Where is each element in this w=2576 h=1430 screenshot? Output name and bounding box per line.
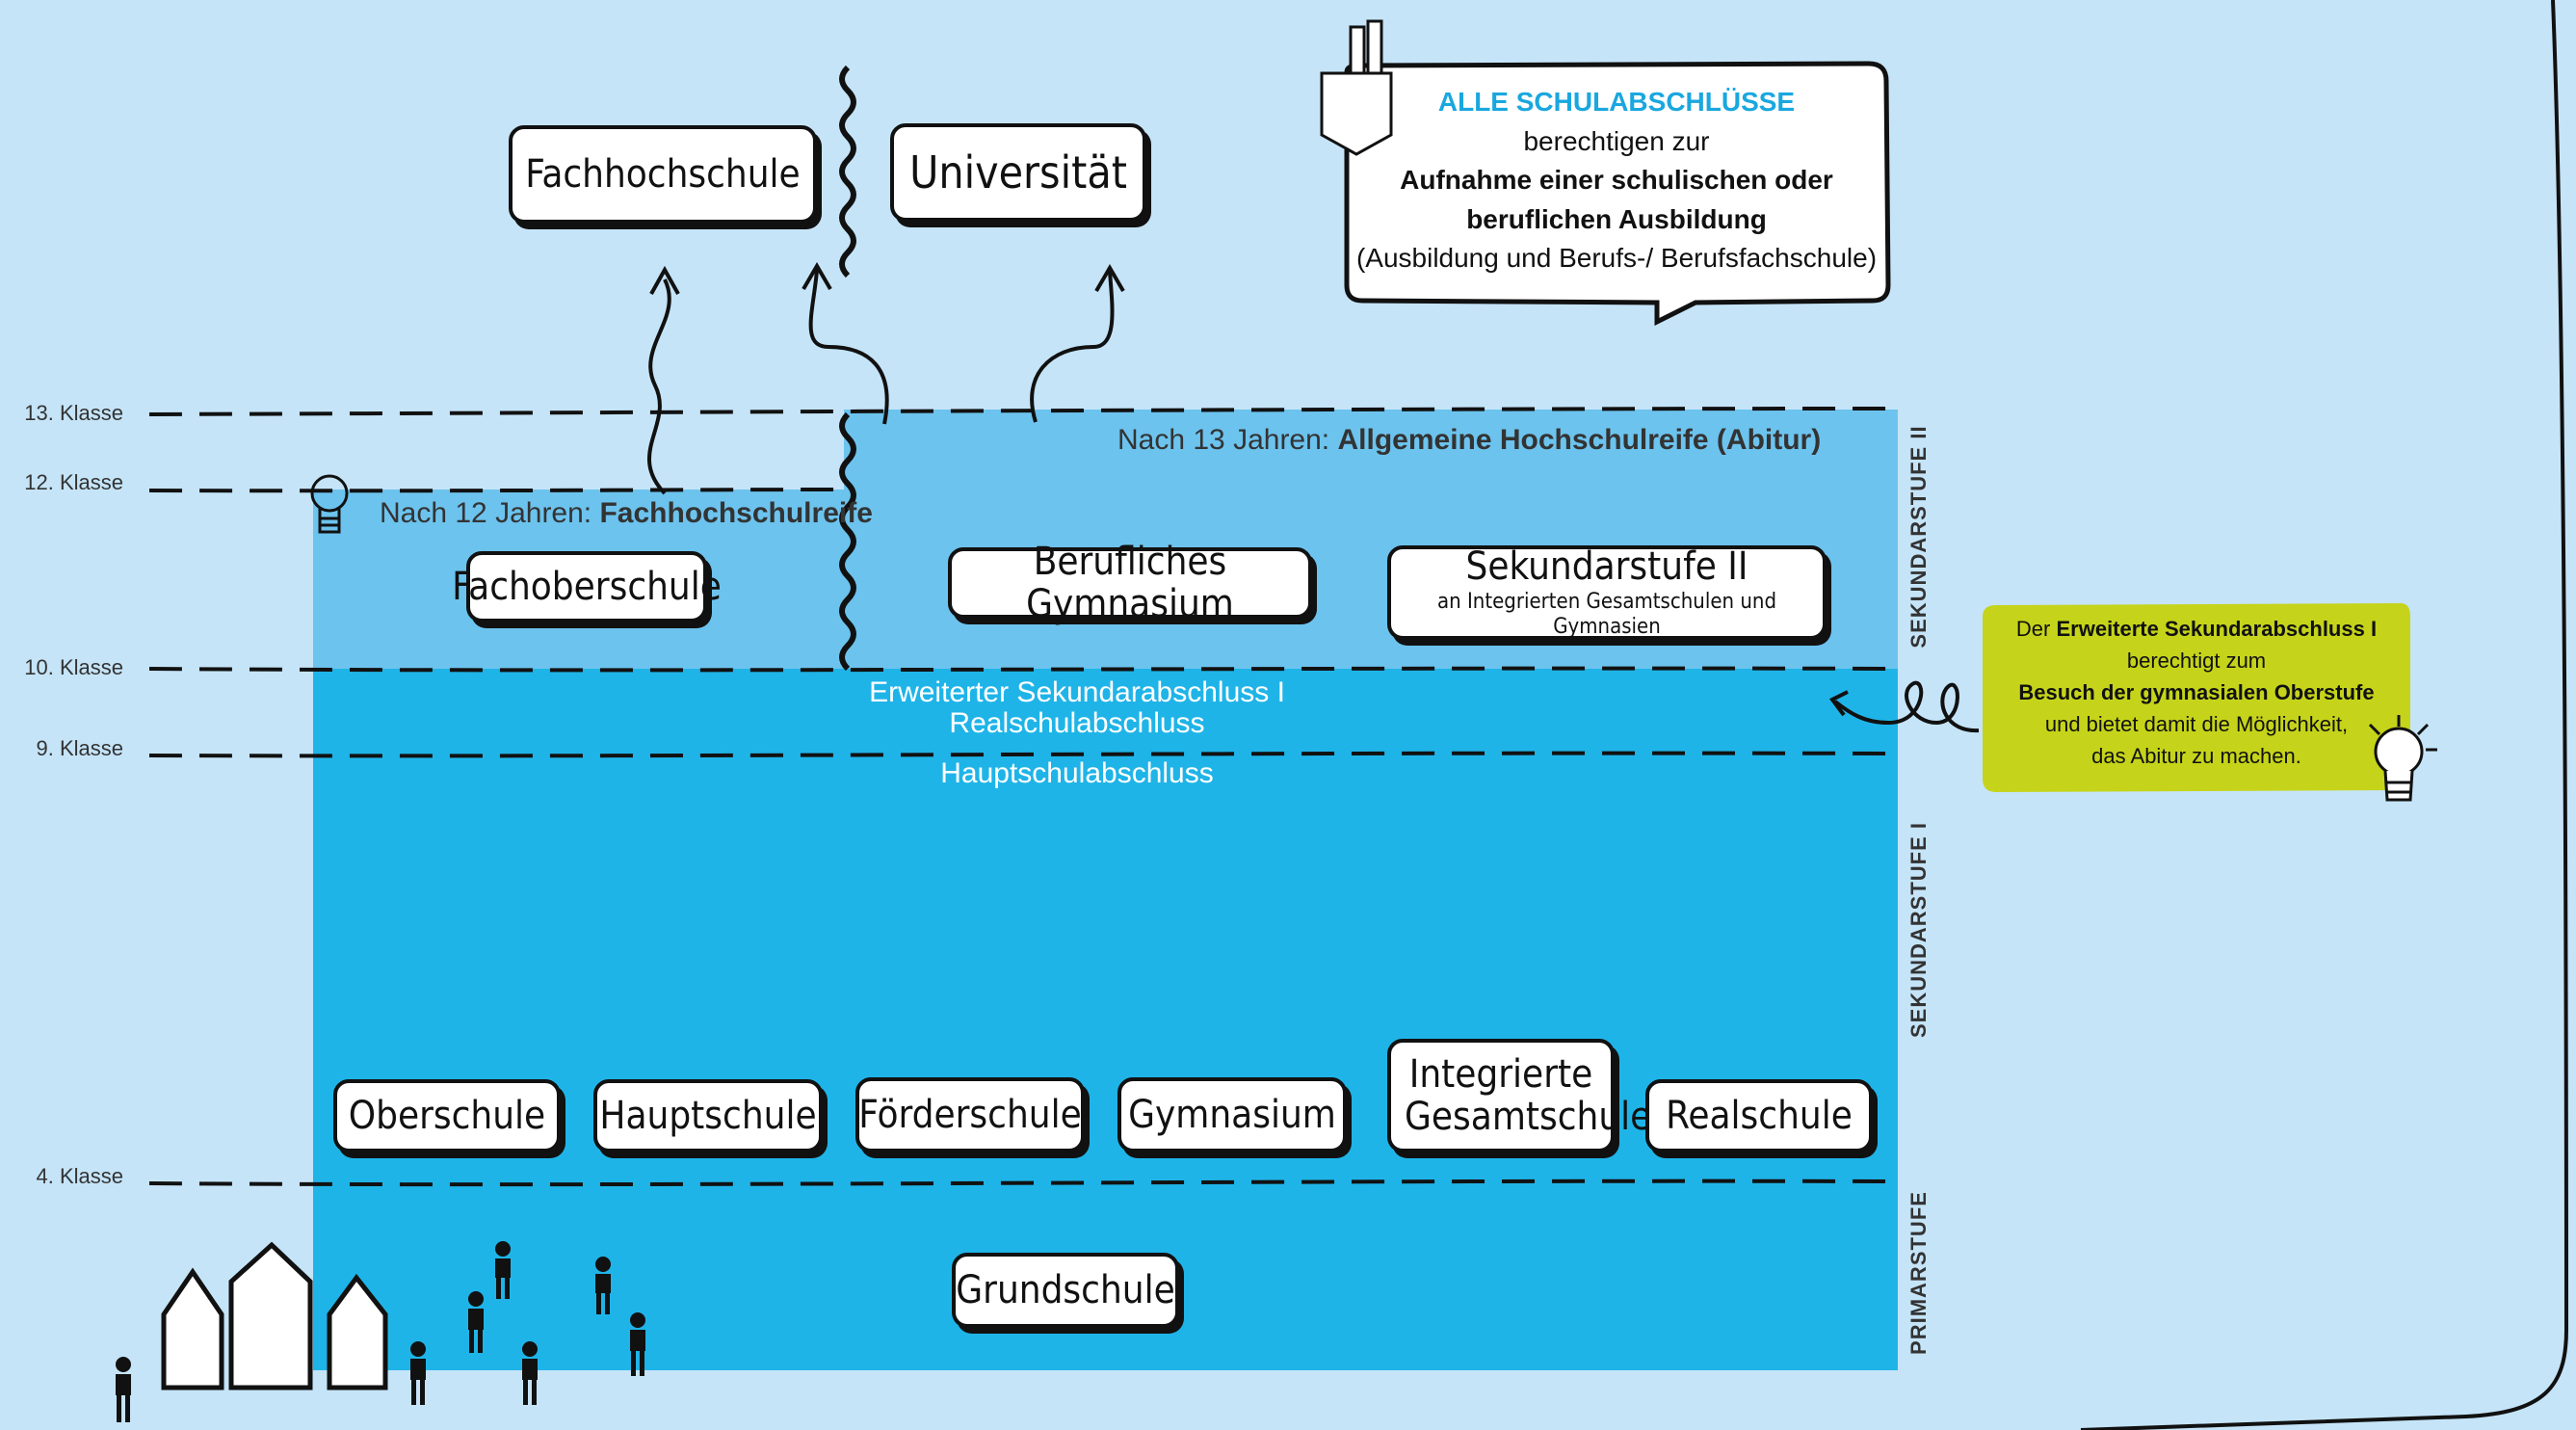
info-line-4: und bietet damit die Möglichkeit, [2044,712,2349,736]
pocket-icon [1320,19,1393,156]
speech-title: ALLE SCHULABSCHLÜSSE [1437,87,1796,117]
grundschule-box: Grundschule [952,1253,1179,1328]
lightbulb-icon-small [310,474,349,534]
sekundarstufe-ii-box: Sekundarstufe II an Integrierten Gesamts… [1387,545,1827,640]
abitur-bold: Allgemeine Hochschulreife (Abitur) [1337,424,1822,456]
grade-line-13 [148,407,1899,416]
oberschule-box: Oberschule [333,1079,561,1152]
foerderschule-label: Förderschule [858,1093,1082,1137]
speech-line-4: (Ausbildung und Berufs-/ Berufsfachschul… [1355,243,1878,274]
sekundarstufe-ii-sub: an Integrierten Gesamtschulen und Gymnas… [1436,589,1777,639]
universitaet-label: Universität [909,146,1127,199]
lightbulb-icon-note [2368,715,2437,802]
fachhochschule-box: Fachhochschule [509,125,817,224]
grade-line-9 [148,751,1899,758]
speech-line-2: Aufnahme einer schulischen oder [1400,165,1833,196]
grade-label-12: 12. Klasse [24,470,123,494]
speech-line-1: berechtigen zur [1523,125,1710,156]
berufliches-gymnasium-label: Berufliches Gymnasium [1026,540,1234,626]
foerderschule-box: Förderschule [855,1077,1085,1152]
hauptschulabschluss-label: Hauptschulabschluss [940,757,1214,789]
sekundarstufe-ii-label: Sekundarstufe II [1465,543,1748,589]
zone-label-sek1: SEKUNDARSTUFE I [1906,822,1931,1039]
realschule-label: Realschule [1666,1094,1853,1138]
hauptschule-label: Hauptschule [599,1094,817,1138]
info-prefix: Der [2015,617,2057,641]
grade-label-10: 10. Klasse [24,655,123,679]
fachhochschule-label: Fachhochschule [525,152,801,197]
grade-line-10 [148,666,1899,673]
fhr-prefix: Nach 12 Jahren: [380,497,600,529]
fhr-bold: Fachhochschulreife [599,497,873,529]
erweiterter-label: Erweiterter Sekundarabschluss I [869,676,1285,708]
info-line-1: Der Erweiterte Sekundarabschluss I [1983,613,2410,645]
info-note: Der Erweiterte Sekundarabschluss I berec… [1983,605,2410,790]
green-note-shape [1983,603,2410,792]
hauptschule-box: Hauptschule [593,1079,823,1152]
zone-label-primar: PRIMARSTUFE [1906,1191,1931,1355]
zone-label-sek2: SEKUNDARSTUFE II [1906,425,1931,649]
fhr-heading: Nach 12 Jahren: Fachhochschulreife [380,497,873,530]
integrierte-gesamtschule-box: Integrierte Gesamtschule [1387,1039,1652,1152]
realschulabschluss-label: Realschulabschluss [949,707,1205,739]
fachoberschule-label: Fachoberschule [452,565,722,609]
berufliches-gymnasium-box: Berufliches Gymnasium [948,541,1312,625]
info-line-5: das Abitur zu machen. [2091,744,2301,768]
fachoberschule-box: Fachoberschule [452,551,722,622]
houses-icon [161,1241,388,1390]
grade-label-13: 13. Klasse [24,401,123,425]
universitaet-box: Universität [890,123,1146,222]
grundschule-label: Grundschule [956,1268,1175,1312]
abitur-prefix: Nach 13 Jahren: [1117,424,1338,456]
oberschule-label: Oberschule [348,1094,546,1138]
grade-line-4 [148,1178,1899,1187]
info-bold-1: Erweiterte Sekundarabschluss I [2056,617,2378,641]
gymnasium-label: Gymnasium [1128,1093,1336,1137]
info-line-3: Besuch der gymnasialen Oberstufe [2018,680,2375,704]
integrierte-gesamtschule-label: Integrierte Gesamtschule [1405,1052,1652,1139]
abitur-heading: Nach 13 Jahren: Allgemeine Hochschulreif… [1117,424,1821,457]
speech-bubble: ALLE SCHULABSCHLÜSSE berechtigen zur Auf… [1347,66,1886,302]
info-line-2: berechtigt zum [2126,649,2267,673]
grade-label-4: 4. Klasse [36,1164,124,1188]
grade-label-9: 9. Klasse [36,736,124,760]
realschule-box: Realschule [1645,1079,1873,1152]
speech-line-3: beruflichen Ausbildung [1466,203,1767,234]
people-icon [116,1241,645,1422]
gymnasium-box: Gymnasium [1117,1077,1347,1152]
